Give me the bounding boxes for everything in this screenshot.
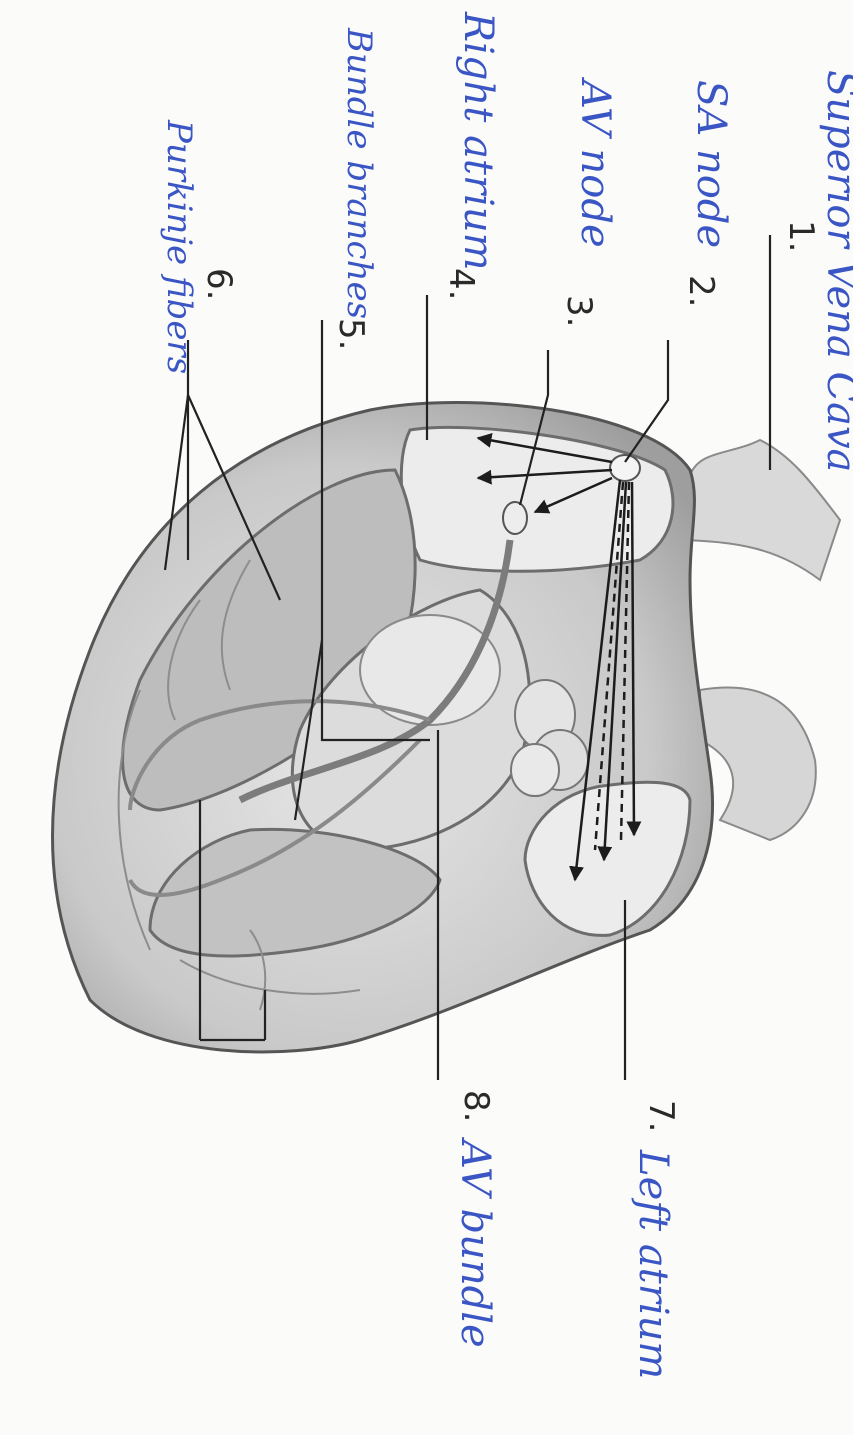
label-8-text: AV bundle bbox=[452, 1136, 498, 1348]
heart-illustration bbox=[53, 403, 841, 1052]
label-1-number: 1. bbox=[781, 220, 821, 252]
label-3-number: 3. bbox=[559, 295, 599, 327]
label-5-number: 5. bbox=[331, 318, 371, 350]
label-3-text: AV node bbox=[572, 76, 618, 248]
label-3-handwriting: AV node bbox=[572, 76, 618, 248]
label-2: 2. bbox=[681, 275, 721, 307]
label-7: 7. bbox=[641, 1100, 681, 1132]
aorta-vessel bbox=[700, 688, 816, 840]
label-6-text: Purkinje fibers bbox=[159, 119, 199, 374]
label-8: 8. bbox=[456, 1090, 496, 1122]
sa-node bbox=[610, 455, 640, 481]
label-4: 4. bbox=[441, 268, 481, 300]
label-8-number: 8. bbox=[456, 1090, 496, 1122]
label-4-text: Right atrium bbox=[455, 11, 501, 271]
label-3: 3. bbox=[559, 295, 599, 327]
label-2-text: SA node bbox=[688, 80, 734, 248]
label-8-handwriting: AV bundle bbox=[452, 1136, 498, 1348]
label-5-text: Bundle branches bbox=[339, 27, 379, 319]
label-2-number: 2. bbox=[681, 275, 721, 307]
label-4-number: 4. bbox=[441, 268, 481, 300]
label-6: 6. bbox=[199, 268, 239, 300]
av-node bbox=[503, 502, 527, 534]
label-7-number: 7. bbox=[641, 1100, 681, 1132]
label-1-handwriting: Superior Vena Cava bbox=[818, 70, 853, 472]
label-4-handwriting: Right atrium bbox=[455, 11, 501, 271]
label-2-handwriting: SA node bbox=[688, 80, 734, 248]
label-5: 5. bbox=[331, 318, 371, 350]
label-5-line: Bundle branches bbox=[339, 27, 379, 319]
label-7-handwriting: Left atrium bbox=[630, 1149, 676, 1379]
label-6-handwriting: Purkinje fibers bbox=[159, 119, 199, 374]
label-1: 1. bbox=[781, 220, 821, 252]
label-6-number: 6. bbox=[199, 268, 239, 300]
label-1-text: Superior Vena Cava bbox=[818, 70, 853, 472]
label-5-handwriting: Bundle branches bbox=[339, 27, 379, 319]
label-7-text: Left atrium bbox=[630, 1149, 676, 1379]
